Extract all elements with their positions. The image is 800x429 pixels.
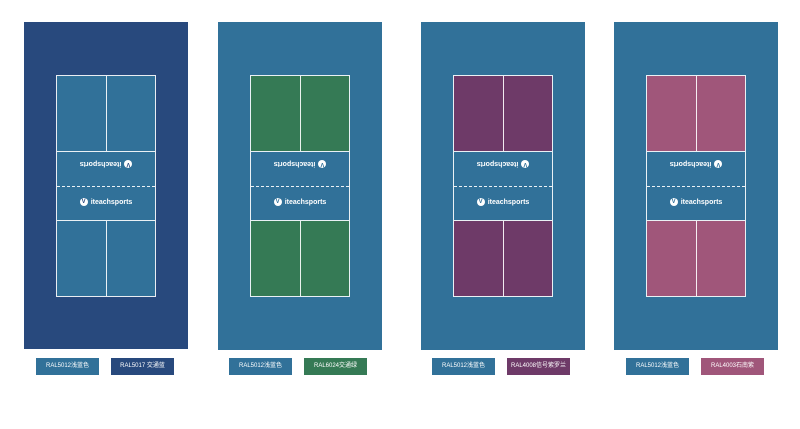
net-line (251, 186, 349, 187)
logo-icon: V (669, 198, 678, 206)
net-line (647, 186, 745, 187)
color-swatch-label: RAL5012浅蓝色 (229, 358, 292, 375)
brand-name: iteachsports (90, 198, 133, 206)
color-swatch-label: RAL5017 交通蓝 (111, 358, 174, 375)
court-service-area-top (647, 76, 745, 151)
color-swatch-label: RAL6024交通绿 (304, 358, 367, 375)
court-service-area-bottom (57, 221, 155, 296)
brand-name: iteachsports (669, 160, 712, 168)
court-service-area-bottom (647, 221, 745, 296)
logo-icon: V (79, 198, 88, 206)
color-swatch-label: RAL4008信号紫罗兰 (507, 358, 570, 375)
brand-name: iteachsports (79, 160, 122, 168)
brand-name: iteachsports (284, 198, 327, 206)
center-line (106, 221, 107, 296)
center-line (696, 76, 697, 151)
brand-name: iteachsports (680, 198, 723, 206)
color-swatch-label: RAL5012浅蓝色 (36, 358, 99, 375)
net-line (57, 186, 155, 187)
color-swatch-label: RAL5012浅蓝色 (432, 358, 495, 375)
brand-name: iteachsports (273, 160, 316, 168)
center-line (300, 221, 301, 296)
logo-icon: V (318, 160, 327, 168)
center-line (106, 76, 107, 151)
color-swatch-label: RAL5012浅蓝色 (626, 358, 689, 375)
logo-icon: V (124, 160, 133, 168)
center-line (300, 76, 301, 151)
brand-name: iteachsports (487, 198, 530, 206)
net-line (454, 186, 552, 187)
logo-icon: V (273, 198, 282, 206)
court-service-area-top (454, 76, 552, 151)
court-service-area-top (57, 76, 155, 151)
logo-icon: V (476, 198, 485, 206)
color-swatch-label: RAL4003石南紫 (701, 358, 764, 375)
logo-icon: V (521, 160, 530, 168)
center-line (696, 221, 697, 296)
court-service-area-bottom (454, 221, 552, 296)
logo-icon: V (714, 160, 723, 168)
court-service-area-bottom (251, 221, 349, 296)
court-service-area-top (251, 76, 349, 151)
center-line (503, 221, 504, 296)
brand-name: iteachsports (476, 160, 519, 168)
center-line (503, 76, 504, 151)
